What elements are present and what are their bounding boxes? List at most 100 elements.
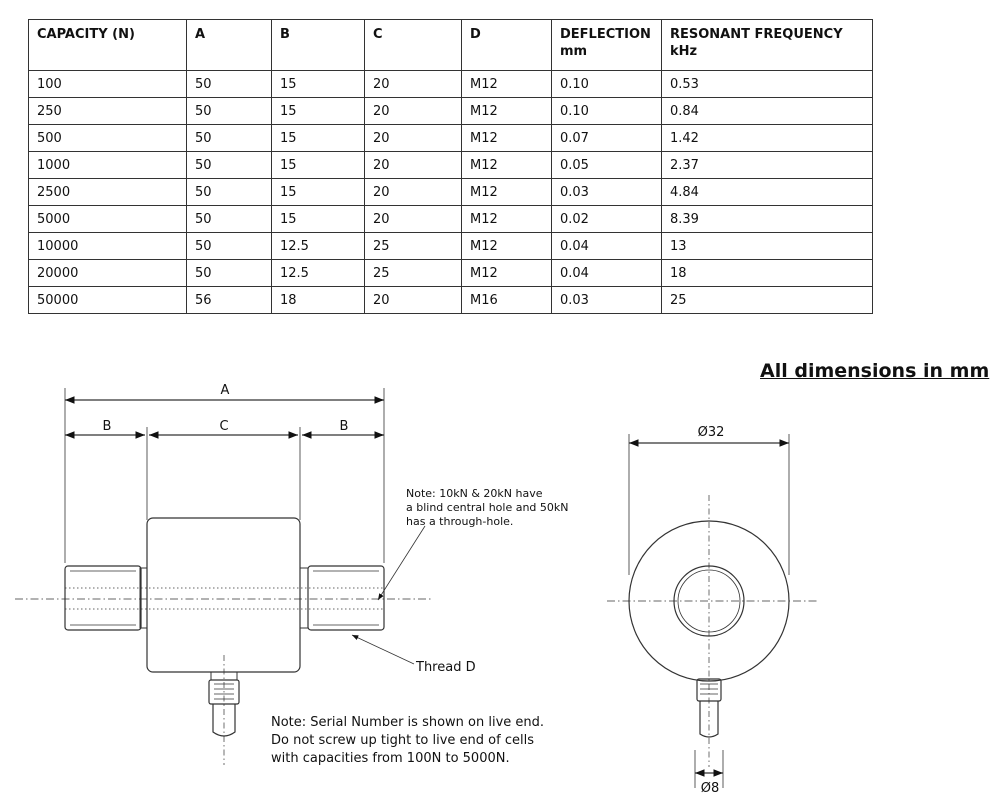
column-header: CAPACITY (N) (28, 19, 187, 71)
table-cell: 15 (271, 205, 365, 233)
table-cell: 20000 (28, 259, 187, 287)
table-cell: 20 (364, 97, 462, 125)
table-cell: 50 (186, 151, 272, 179)
load-cell-body (146, 517, 301, 673)
table-cell: 15 (271, 124, 365, 152)
table-cell: M12 (461, 124, 552, 152)
table-cell: 25 (661, 286, 873, 314)
table-cell: 0.03 (551, 286, 662, 314)
column-header: C (364, 19, 462, 71)
column-header: D (461, 19, 552, 71)
label-c: C (219, 419, 228, 434)
table-cell: 1000 (28, 151, 187, 179)
table-cell: 15 (271, 97, 365, 125)
table-cell: 20 (364, 70, 462, 98)
table-cell: 100 (28, 70, 187, 98)
hole-note-line-1: Note: 10kN & 20kN have (406, 487, 543, 500)
right-threaded-stud (307, 565, 385, 631)
table-cell: 0.03 (551, 178, 662, 206)
serial-note-line-2: Do not screw up tight to live end of cel… (271, 733, 534, 748)
table-cell: 0.10 (551, 97, 662, 125)
table-cell: 8.39 (661, 205, 873, 233)
table-cell: 2500 (28, 178, 187, 206)
table-cell: M12 (461, 151, 552, 179)
serial-note-line-3: with capacities from 100N to 5000N. (271, 751, 510, 766)
table-cell: 50 (186, 259, 272, 287)
table-cell: M12 (461, 70, 552, 98)
table-cell: 50 (186, 205, 272, 233)
table-cell: 18 (661, 259, 873, 287)
table-cell: M12 (461, 259, 552, 287)
serial-note-line-1: Note: Serial Number is shown on live end… (271, 715, 544, 730)
table-cell: 500 (28, 124, 187, 152)
column-header: RESONANT FREQUENCY kHz (661, 19, 873, 71)
label-a: A (221, 383, 230, 398)
table-cell: 15 (271, 70, 365, 98)
table-cell: 15 (271, 151, 365, 179)
table-cell: 10000 (28, 232, 187, 260)
table-cell: 4.84 (661, 178, 873, 206)
end-view-cable (699, 701, 719, 738)
column-header: DEFLECTION mm (551, 19, 662, 71)
table-cell: 0.05 (551, 151, 662, 179)
table-cell: 5000 (28, 205, 187, 233)
table-cell: 0.53 (661, 70, 873, 98)
table-cell: 20 (364, 178, 462, 206)
side-view-cable (212, 704, 236, 737)
table-cell: 0.04 (551, 259, 662, 287)
table-cell: 18 (271, 286, 365, 314)
table-cell: 50 (186, 70, 272, 98)
table-cell: 0.04 (551, 232, 662, 260)
side-view (15, 388, 432, 765)
table-cell: 56 (186, 286, 272, 314)
dimensions-note: All dimensions in mm (760, 360, 990, 382)
hole-note-line-3: has a through-hole. (406, 515, 513, 528)
label-b-right: B (340, 419, 349, 434)
table-cell: 0.07 (551, 124, 662, 152)
table-cell: 20 (364, 151, 462, 179)
table-cell: M12 (461, 178, 552, 206)
label-b-left: B (103, 419, 112, 434)
table-cell: M12 (461, 232, 552, 260)
column-header: B (271, 19, 365, 71)
table-cell: 2.37 (661, 151, 873, 179)
table-cell: 25 (364, 259, 462, 287)
left-threaded-stud (64, 565, 142, 631)
end-view (607, 434, 817, 788)
table-cell: 50 (186, 97, 272, 125)
table-cell: 0.02 (551, 205, 662, 233)
cable-diameter-label: Ø8 (701, 781, 720, 796)
table-cell: M12 (461, 205, 552, 233)
technical-drawing: A B C B Note: 10kN & 20kN have a blind c… (15, 383, 817, 796)
table-cell: 25 (364, 232, 462, 260)
table-cell: 50 (186, 124, 272, 152)
table-cell: 0.10 (551, 70, 662, 98)
column-header: A (186, 19, 272, 71)
table-cell: 50 (186, 232, 272, 260)
table-cell: 20 (364, 286, 462, 314)
table-cell: 50000 (28, 286, 187, 314)
thread-d-label: Thread D (415, 660, 476, 675)
table-cell: 13 (661, 232, 873, 260)
table-cell: M16 (461, 286, 552, 314)
table-cell: 20 (364, 205, 462, 233)
outer-diameter-label: Ø32 (698, 425, 725, 440)
table-cell: 12.5 (271, 259, 365, 287)
table-cell: 250 (28, 97, 187, 125)
table-cell: 12.5 (271, 232, 365, 260)
table-cell: 50 (186, 178, 272, 206)
table-cell: 0.84 (661, 97, 873, 125)
table-cell: 20 (364, 124, 462, 152)
table-cell: 15 (271, 178, 365, 206)
